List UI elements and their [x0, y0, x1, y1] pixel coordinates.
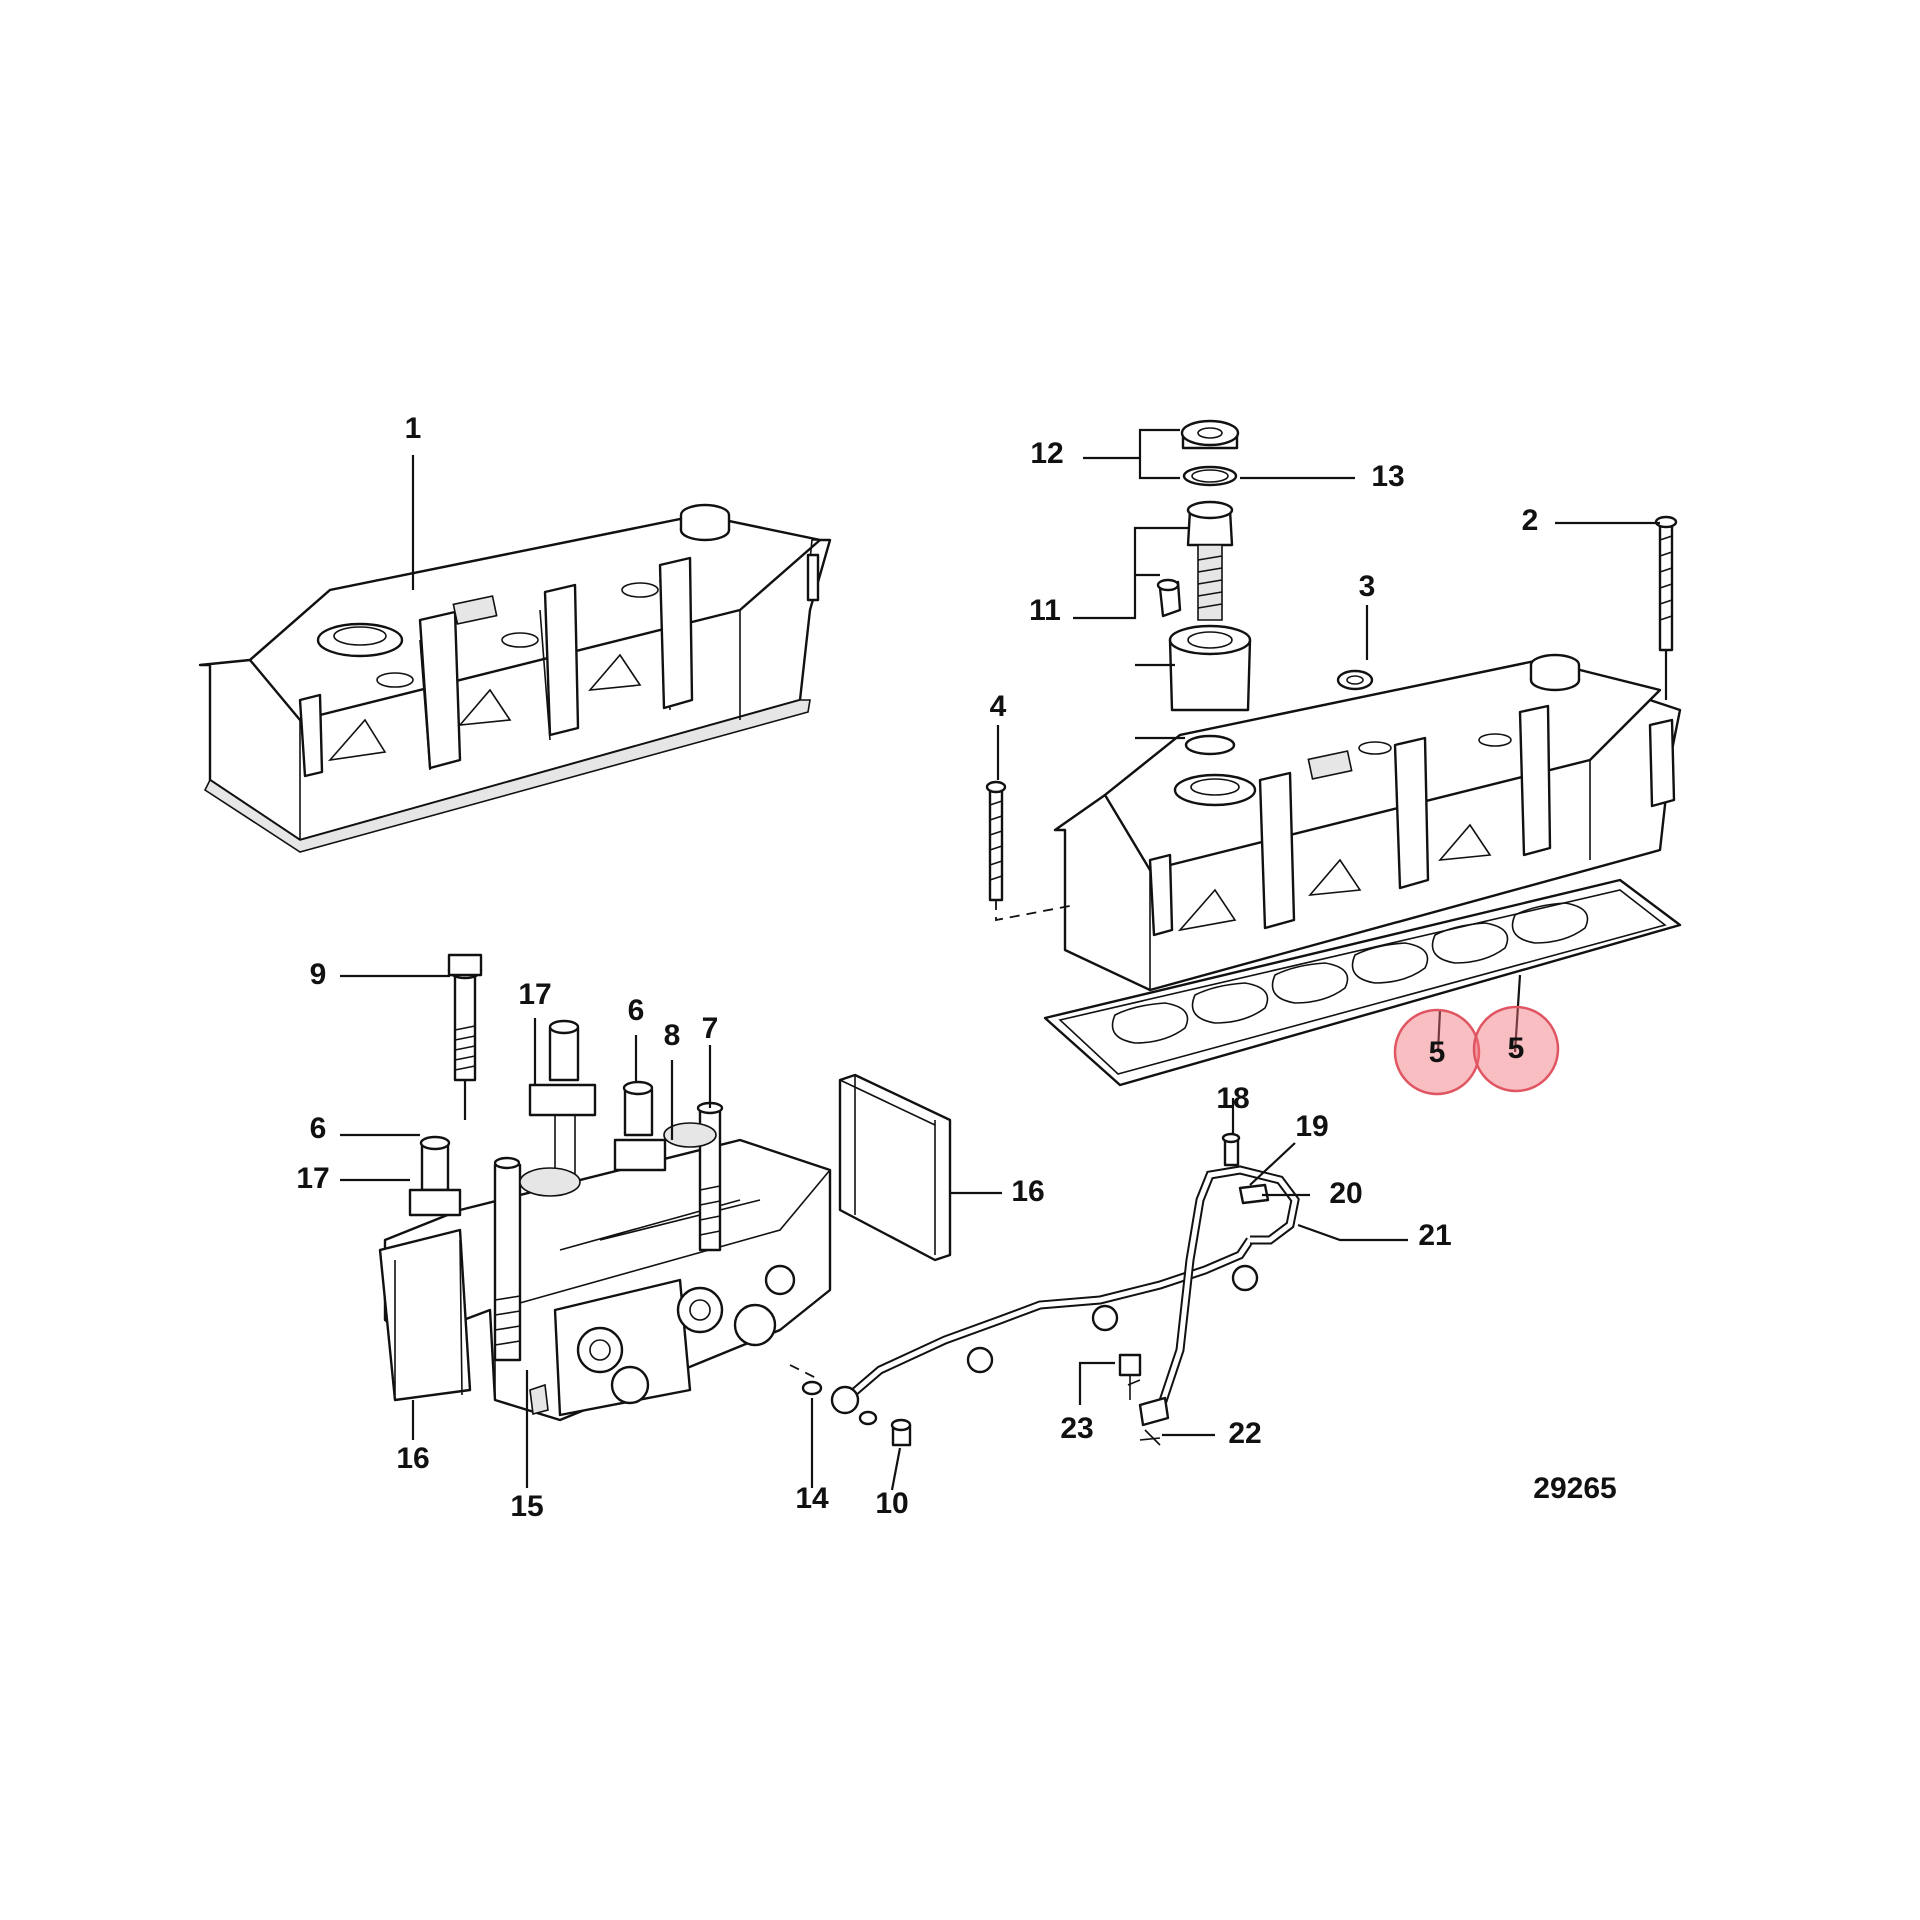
callout-2: 2 [1522, 504, 1539, 537]
callout-21: 21 [1418, 1219, 1451, 1252]
callout-4: 4 [990, 690, 1007, 723]
highlight-marker-5b [1472, 1005, 1560, 1093]
callout-9: 9 [310, 958, 327, 991]
callout-19: 19 [1295, 1110, 1328, 1143]
valve-cover-gasket [1043, 878, 1682, 1087]
callout-20: 20 [1329, 1177, 1362, 1210]
callout-5a: 5 [1429, 1036, 1446, 1069]
callout-22: 22 [1228, 1417, 1261, 1450]
bolts-cover [985, 515, 1678, 922]
callout-17b: 17 [296, 1162, 329, 1195]
callout-16a: 16 [1011, 1175, 1044, 1208]
callout-8: 8 [664, 1019, 681, 1052]
callout-12: 12 [1030, 437, 1063, 470]
callout-6b: 6 [310, 1112, 327, 1145]
cylinder-head-bolts [408, 953, 724, 1362]
callout-1: 1 [405, 412, 422, 445]
oil-filler-assembly [1156, 419, 1374, 756]
valve-cover-assembled [198, 503, 832, 853]
callout-18: 18 [1216, 1082, 1249, 1115]
callout-10: 10 [875, 1487, 908, 1520]
figure-id-label: 29265 [1533, 1472, 1616, 1505]
plug-and-washer [789, 1364, 912, 1447]
callout-3: 3 [1359, 570, 1376, 603]
oil-pipe-assembly [830, 1132, 1300, 1446]
callout-5b: 5 [1508, 1032, 1525, 1065]
callout-14: 14 [795, 1482, 829, 1515]
callout-6a: 6 [628, 994, 645, 1027]
callout-16b: 16 [396, 1442, 429, 1475]
callout-15: 15 [510, 1490, 543, 1523]
leader-lines [340, 428, 1660, 1491]
callout-7: 7 [702, 1012, 719, 1045]
shield-plate [838, 1073, 952, 1262]
callout-17a: 17 [518, 978, 551, 1011]
callout-11: 11 [1029, 594, 1061, 627]
highlight-marker-5a [1393, 1008, 1481, 1096]
callout-13: 13 [1371, 460, 1404, 493]
callout-23: 23 [1060, 1412, 1093, 1445]
